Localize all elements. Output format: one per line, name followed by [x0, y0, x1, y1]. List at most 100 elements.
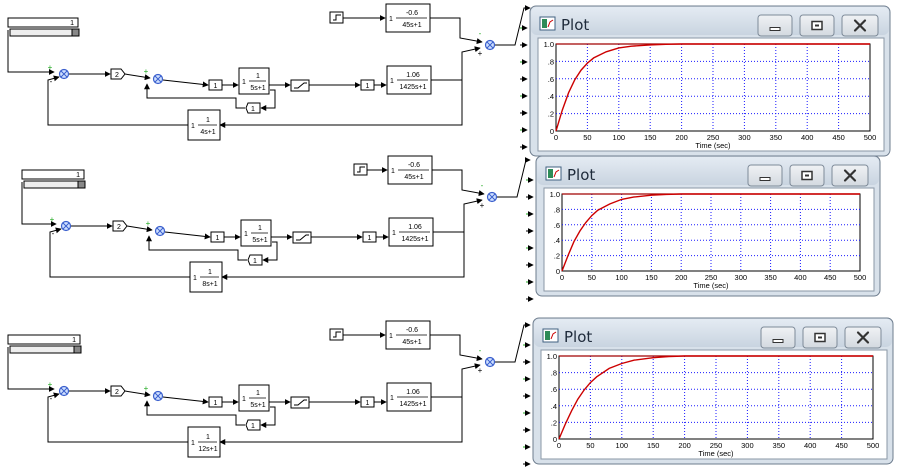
sum-block-1[interactable]: +- [50, 215, 72, 238]
constant-display[interactable] [7, 334, 81, 345]
constant-slider[interactable] [23, 180, 83, 189]
plot-icon-curve [547, 19, 554, 28]
constant-display[interactable] [7, 17, 79, 28]
restore-button[interactable] [789, 164, 825, 187]
sum-cross-icon [60, 387, 68, 395]
transfer-fn-denominator: 4s+1 [200, 129, 215, 136]
constant-slider[interactable] [9, 28, 77, 37]
transfer-fn-numerator: 1.06 [406, 389, 420, 396]
plant-gain-block[interactable]: 1 [360, 396, 375, 408]
sum-block-3[interactable]: -+ [478, 346, 496, 375]
inner-feedback-block[interactable]: 1 [245, 102, 261, 114]
sum-block-1[interactable]: +- [48, 380, 70, 403]
sum-block-1[interactable]: +- [48, 63, 70, 86]
minimize-button[interactable] [760, 326, 796, 349]
inner-feedback-block[interactable]: 1 [247, 254, 263, 266]
sum-sign: - [50, 77, 53, 86]
constant-display[interactable] [21, 169, 85, 180]
saturation-body[interactable] [290, 79, 310, 92]
restore-button[interactable] [802, 326, 838, 349]
transfer-fn-denominator: 5s+1 [250, 402, 265, 409]
constant-slider-thumb[interactable] [77, 180, 86, 189]
outer-feedback-line [221, 232, 465, 280]
sum-block-2[interactable]: +- [146, 219, 166, 244]
sum-block-3[interactable]: -+ [478, 29, 496, 58]
window-button-body[interactable] [747, 164, 783, 187]
close-button[interactable] [841, 14, 879, 37]
close-button[interactable] [831, 164, 869, 187]
step-block[interactable] [329, 328, 344, 341]
window-button-body[interactable] [760, 326, 796, 349]
saturation-block[interactable] [290, 79, 310, 92]
sum-sign: + [50, 215, 55, 224]
transfer-fn-numerator: 1.06 [408, 224, 422, 231]
transfer-fn-denominator: 12s+1 [198, 446, 217, 453]
constant-slider-thumb[interactable] [71, 28, 80, 37]
x-tick-label: 0 [560, 273, 564, 282]
unit-gain-block[interactable]: 1 [208, 396, 223, 408]
transfer-fn-denominator: 5s+1 [250, 85, 265, 92]
sum-block-2[interactable]: +- [144, 384, 164, 409]
block-value: 1 [214, 83, 218, 90]
feedback-gain-body[interactable] [245, 102, 261, 114]
plot-series-line [555, 43, 870, 132]
transfer-fn-gain: 1 [244, 231, 248, 238]
plot-series-line [558, 355, 873, 440]
x-tick-label: 50 [583, 133, 591, 142]
gain-body[interactable] [112, 220, 128, 232]
step-block[interactable] [353, 163, 368, 176]
saturation-body[interactable] [290, 396, 310, 409]
feedback-gain-body[interactable] [245, 419, 261, 431]
minimize-icon [772, 339, 784, 343]
minimize-button[interactable] [757, 14, 793, 37]
constant-value: 1 [70, 20, 74, 27]
inner-feedback-block[interactable]: 1 [245, 419, 261, 431]
plant-gain-block[interactable]: 1 [362, 231, 377, 243]
step-icon [333, 14, 341, 21]
step-block[interactable] [329, 11, 344, 24]
restore-button[interactable] [799, 14, 835, 37]
window-button-body[interactable] [757, 14, 793, 37]
minimize-button[interactable] [747, 164, 783, 187]
gain-block[interactable]: 2 [110, 68, 126, 80]
block-value: 1 [366, 83, 370, 90]
plant-gain-block[interactable]: 1 [360, 79, 375, 91]
gain-block[interactable]: 2 [110, 385, 126, 397]
saturation-block[interactable] [290, 396, 310, 409]
sum-block-2[interactable]: +- [144, 67, 164, 92]
x-tick-label: 100 [615, 273, 628, 282]
signal-line [433, 198, 483, 233]
signal-line [7, 347, 55, 392]
plot-series-line [561, 193, 860, 272]
transfer-fn-numerator: -0.6 [408, 162, 420, 169]
saturation-body[interactable] [292, 231, 312, 244]
sum-block-3[interactable]: -+ [480, 181, 498, 210]
unit-gain-block[interactable]: 1 [208, 79, 223, 91]
gain-body[interactable] [110, 68, 126, 80]
constant-slider[interactable] [9, 345, 79, 354]
feedback-gain-body[interactable] [247, 254, 263, 266]
constant-block[interactable]: 1 [21, 169, 86, 189]
constant-slider-thumb[interactable] [73, 345, 82, 354]
saturation-block[interactable] [292, 231, 312, 244]
gain-block[interactable]: 2 [112, 220, 128, 232]
unit-gain-block[interactable]: 1 [210, 231, 225, 243]
constant-block[interactable]: 1 [7, 17, 80, 37]
gain-body[interactable] [110, 385, 126, 397]
close-button[interactable] [844, 326, 882, 349]
constant-block[interactable]: 1 [7, 334, 82, 354]
block-value: 1 [216, 235, 220, 242]
